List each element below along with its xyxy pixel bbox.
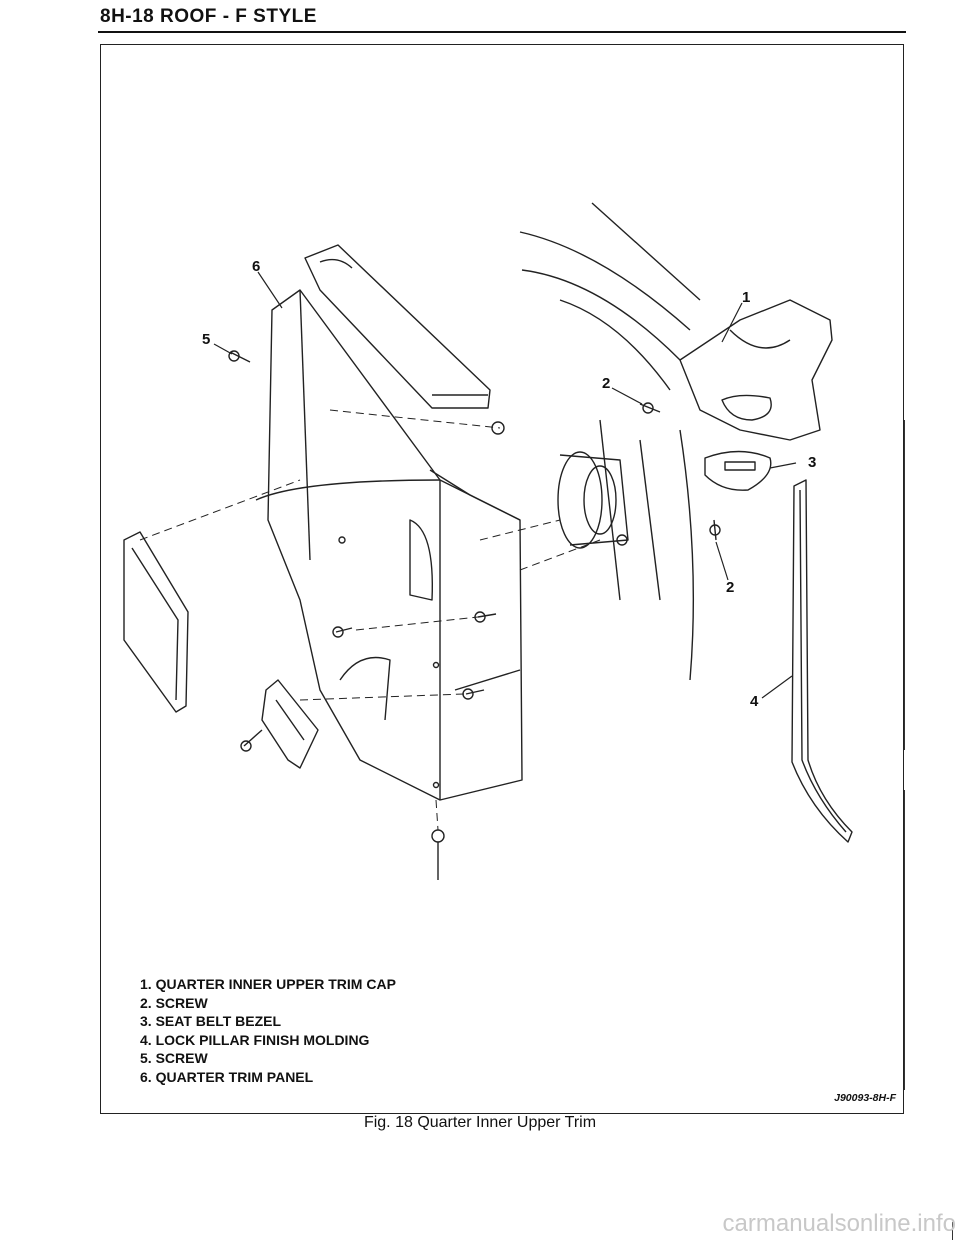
drawing-number: J90093-8H-F bbox=[834, 1092, 896, 1104]
parts-legend: 1. QUARTER INNER UPPER TRIM CAP 2. SCREW… bbox=[140, 975, 396, 1086]
header-rule bbox=[98, 31, 906, 33]
upper-trim-strip bbox=[304, 244, 491, 409]
screws bbox=[228, 350, 721, 880]
callout-leader-lines bbox=[213, 271, 797, 699]
legend-item: 5. SCREW bbox=[140, 1050, 208, 1066]
lock-pillar-finish-molding bbox=[791, 479, 853, 843]
page-edge-mark bbox=[904, 790, 905, 1090]
legend-item: 4. LOCK PILLAR FINISH MOLDING bbox=[140, 1031, 370, 1048]
grille-panel bbox=[123, 531, 189, 713]
quarter-trim-panel bbox=[255, 289, 523, 801]
lower-bezel bbox=[261, 679, 319, 769]
callout-2-upper: 2 bbox=[602, 375, 610, 392]
callout-6: 6 bbox=[252, 258, 260, 275]
body-structure-lines bbox=[519, 202, 701, 681]
callout-5: 5 bbox=[202, 331, 210, 348]
page-header-title: 8H-18 ROOF - F STYLE bbox=[100, 6, 317, 27]
figure-frame bbox=[100, 44, 904, 1114]
figure-caption: Fig. 18 Quarter Inner Upper Trim bbox=[363, 1114, 597, 1131]
quarter-inner-upper-trim-cap bbox=[679, 299, 833, 441]
site-watermark: carmanualsonline.info bbox=[722, 1210, 956, 1237]
callout-4: 4 bbox=[750, 693, 759, 710]
assembly-alignment-lines bbox=[139, 409, 601, 831]
page-edge-mark bbox=[952, 1222, 953, 1240]
legend-item: 2. SCREW bbox=[140, 994, 208, 1011]
callout-3: 3 bbox=[808, 454, 816, 471]
callout-1: 1 bbox=[742, 289, 750, 306]
page-edge-mark bbox=[904, 420, 905, 750]
speaker-assembly bbox=[557, 451, 629, 549]
legend-item: 1. QUARTER INNER UPPER TRIM CAP bbox=[140, 976, 396, 992]
callout-2-lower: 2 bbox=[726, 579, 734, 596]
seat-belt-bezel bbox=[704, 450, 772, 491]
legend-item: 6. QUARTER TRIM PANEL bbox=[140, 1068, 314, 1085]
legend-item: 3. SEAT BELT BEZEL bbox=[140, 1013, 282, 1029]
